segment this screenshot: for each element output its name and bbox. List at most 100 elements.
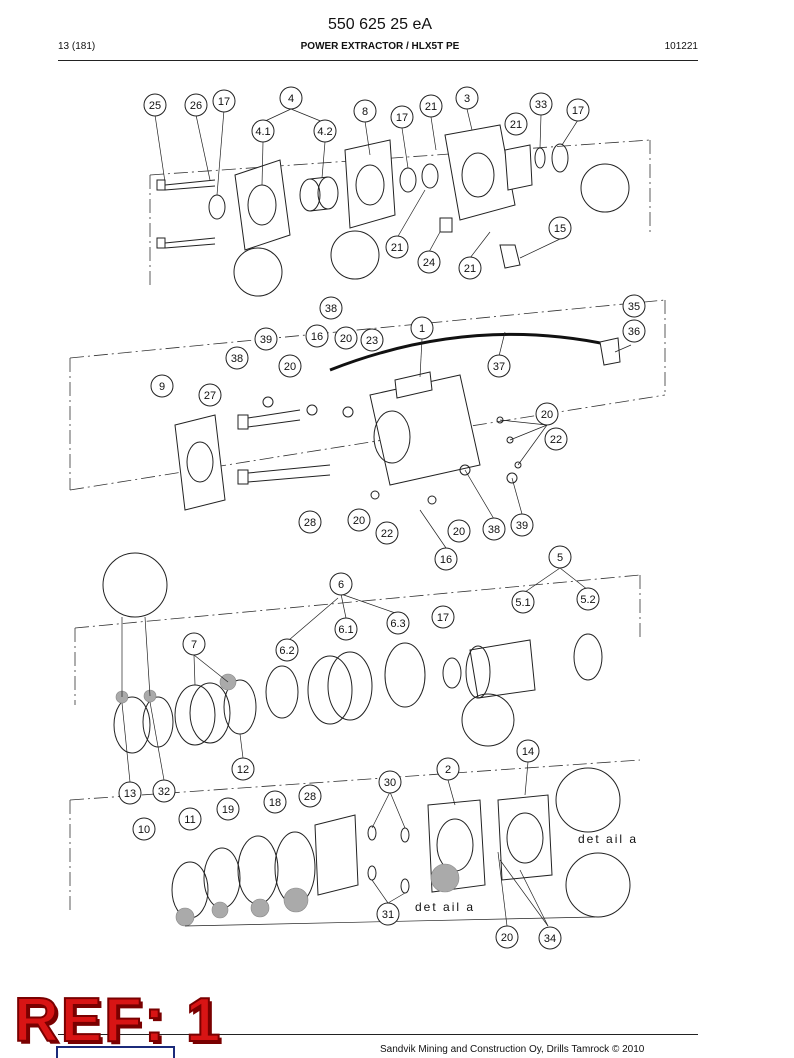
sleeve-6	[265, 642, 426, 725]
svg-text:38: 38	[325, 303, 337, 315]
svg-text:20: 20	[453, 526, 465, 538]
callout-5-2: 5.2	[576, 587, 600, 611]
callout-33: 33	[529, 92, 553, 116]
svg-text:39: 39	[260, 334, 272, 346]
svg-text:28: 28	[304, 791, 316, 803]
svg-text:21: 21	[391, 242, 403, 254]
hose-fitting-36	[599, 337, 621, 366]
svg-text:17: 17	[437, 612, 449, 624]
plate-14	[497, 794, 553, 881]
svg-text:39: 39	[516, 520, 528, 532]
svg-text:13: 13	[124, 788, 136, 800]
callout-37: 37	[487, 354, 511, 378]
svg-text:25: 25	[149, 100, 161, 112]
hose-37	[329, 332, 611, 372]
callout-21-c: 21	[385, 235, 409, 259]
svg-text:20: 20	[541, 409, 553, 421]
page-title: POWER EXTRACTOR / HLX5T PE	[300, 41, 460, 52]
svg-text:2: 2	[445, 764, 451, 776]
callout-35: 35	[622, 294, 646, 318]
svg-text:6.2: 6.2	[279, 645, 294, 657]
svg-text:19: 19	[222, 804, 234, 816]
callout-8: 8	[353, 99, 377, 123]
brand-logo-strip	[56, 1046, 175, 1058]
callout-2: 2	[436, 757, 460, 781]
svg-text:6.3: 6.3	[390, 618, 405, 630]
group-frame-lower	[74, 574, 641, 705]
svg-text:4: 4	[288, 93, 294, 105]
callout-17-d: 17	[431, 605, 455, 629]
callout-20-e: 20	[447, 519, 471, 543]
callout-39-b: 39	[510, 513, 534, 537]
cylinder-5	[442, 633, 603, 699]
svg-text:22: 22	[381, 528, 393, 540]
fittings-upper	[439, 217, 521, 269]
callout-17-b: 17	[390, 105, 414, 129]
callout-13: 13	[118, 781, 142, 805]
callout-19: 19	[216, 797, 240, 821]
callout-20-f: 20	[495, 925, 519, 949]
svg-text:15: 15	[554, 223, 566, 235]
svg-text:20: 20	[353, 515, 365, 527]
group-frame-bottom	[69, 759, 641, 910]
svg-text:16: 16	[311, 331, 323, 343]
housing-3	[444, 124, 533, 221]
svg-text:20: 20	[284, 361, 296, 373]
callout-14: 14	[516, 739, 540, 763]
svg-text:8: 8	[362, 106, 368, 118]
flange-4-1	[208, 159, 291, 251]
date-code: 101221	[664, 41, 698, 52]
svg-text:34: 34	[544, 933, 556, 945]
callout-5-1: 5.1	[511, 590, 535, 614]
gasket-8	[344, 139, 396, 229]
callout-16-lower: 16	[434, 547, 458, 571]
callout-28-a: 28	[298, 510, 322, 534]
callout-17-c: 17	[566, 98, 590, 122]
callout-38-b: 38	[225, 346, 249, 370]
svg-text:1: 1	[419, 323, 425, 335]
svg-text:4.2: 4.2	[317, 126, 332, 138]
svg-text:11: 11	[184, 814, 195, 826]
svg-text:6: 6	[338, 579, 344, 591]
footer-rule	[58, 1034, 698, 1035]
callout-4-1: 4.1	[251, 119, 275, 143]
svg-text:21: 21	[510, 119, 522, 131]
piston-7	[174, 673, 257, 746]
svg-text:5.1: 5.1	[515, 597, 530, 609]
group-frame-top	[149, 139, 651, 285]
seal-rings-bottom	[171, 831, 316, 927]
svg-text:16: 16	[440, 554, 452, 566]
callout-38-a: 38	[319, 296, 343, 320]
callout-16-upper: 16	[305, 324, 329, 348]
svg-text:22: 22	[550, 434, 562, 446]
detail-label-bottom: det ail a	[415, 900, 475, 914]
svg-text:17: 17	[218, 96, 230, 108]
svg-text:38: 38	[488, 524, 500, 536]
svg-text:23: 23	[366, 335, 378, 347]
main-housing-1	[369, 371, 481, 486]
svg-text:17: 17	[572, 105, 584, 117]
svg-text:6.1: 6.1	[338, 624, 353, 636]
callout-25: 25	[143, 93, 167, 117]
svg-text:5.2: 5.2	[580, 594, 595, 606]
callout-1: 1	[410, 316, 434, 340]
callout-6-1: 6.1	[334, 617, 358, 641]
svg-text:36: 36	[628, 326, 640, 338]
svg-text:24: 24	[423, 257, 435, 269]
callout-31: 31	[376, 902, 400, 926]
callout-20-d: 20	[347, 508, 371, 532]
callout-21-a: 21	[419, 94, 443, 118]
svg-text:37: 37	[493, 361, 505, 373]
callout-20-a: 20	[334, 326, 358, 350]
callout-10: 10	[132, 817, 156, 841]
svg-text:10: 10	[138, 824, 150, 836]
callout-6-3: 6.3	[386, 611, 410, 635]
callout-4: 4	[279, 86, 303, 110]
callout-6-2: 6.2	[275, 638, 299, 662]
svg-text:35: 35	[628, 301, 640, 313]
footer-copyright: Sandvik Mining and Construction Oy, Dril…	[380, 1044, 645, 1055]
svg-text:20: 20	[501, 932, 513, 944]
gasket-9	[174, 414, 226, 511]
group-frame-middle	[69, 299, 666, 491]
